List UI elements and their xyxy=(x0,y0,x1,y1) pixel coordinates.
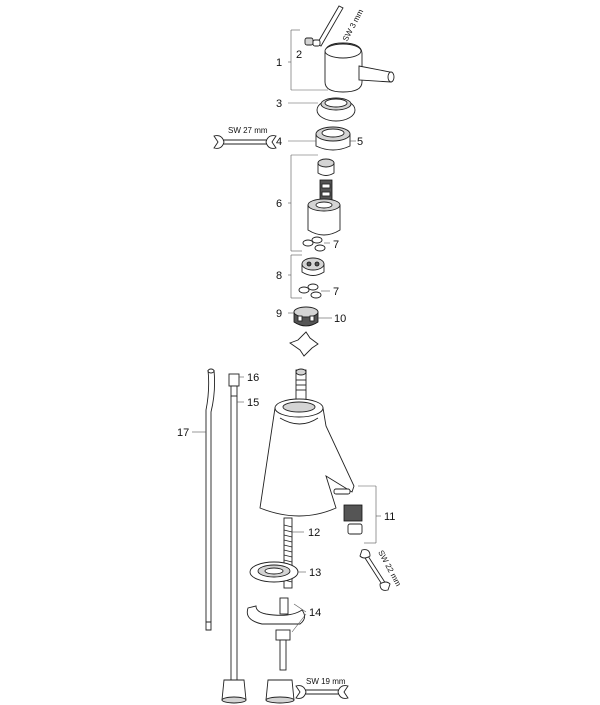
part-label-17: 17 xyxy=(177,427,189,439)
supply-hose-17 xyxy=(205,368,216,631)
part-label-1: 1 xyxy=(276,57,282,69)
part-label-16: 16 xyxy=(247,372,259,384)
part-label-6: 6 xyxy=(276,198,282,210)
supply-hose-nut xyxy=(265,679,295,704)
part-label-7-lower: 7 xyxy=(333,286,339,298)
part-label-7-upper: 7 xyxy=(333,239,339,251)
o-rings-lower xyxy=(298,283,322,299)
part-label-4: 4 xyxy=(276,136,282,148)
part-label-15: 15 xyxy=(247,397,259,409)
cover-ring xyxy=(316,97,356,122)
spout-body xyxy=(259,368,355,517)
cartridge-nut xyxy=(315,126,351,151)
o-rings-upper xyxy=(302,236,326,252)
part-label-14: 14 xyxy=(309,607,321,619)
part-label-9: 9 xyxy=(276,308,282,320)
hex-key-size-label: SW 3 mm xyxy=(341,7,366,43)
mounting-washer xyxy=(249,561,299,583)
aerator-set xyxy=(333,488,363,535)
wrench-22mm-icon: SW 22 mm xyxy=(359,549,403,591)
wrench-27mm-label: SW 27 mm xyxy=(228,126,268,135)
part-label-3: 3 xyxy=(276,98,282,110)
fixing-plate xyxy=(246,597,305,671)
part-number-labels: 1 2 3 4 5 6 7 8 7 9 10 11 12 13 14 15 16… xyxy=(177,49,395,619)
retaining-clip xyxy=(289,331,319,357)
wrench-19mm-label: SW 19 mm xyxy=(306,677,346,686)
valve-seat xyxy=(301,257,325,276)
part-label-8: 8 xyxy=(276,270,282,282)
part-label-10: 10 xyxy=(334,313,346,325)
part-label-11: 11 xyxy=(384,511,395,523)
check-valve xyxy=(293,306,319,327)
part-label-12: 12 xyxy=(308,527,320,539)
part-label-5: 5 xyxy=(357,136,363,148)
part-label-13: 13 xyxy=(309,567,321,579)
leader-lines xyxy=(192,29,381,633)
supply-hose-15 xyxy=(221,373,247,704)
part-label-2: 2 xyxy=(296,49,302,61)
ceramic-cartridge xyxy=(307,158,341,236)
hex-key-tool: SW 3 mm xyxy=(316,5,366,47)
wrench-19mm-icon: SW 19 mm xyxy=(295,677,349,699)
handle-lever xyxy=(324,42,395,93)
wrench-27mm-icon: SW 27 mm xyxy=(213,126,277,149)
grub-screw xyxy=(304,37,321,47)
